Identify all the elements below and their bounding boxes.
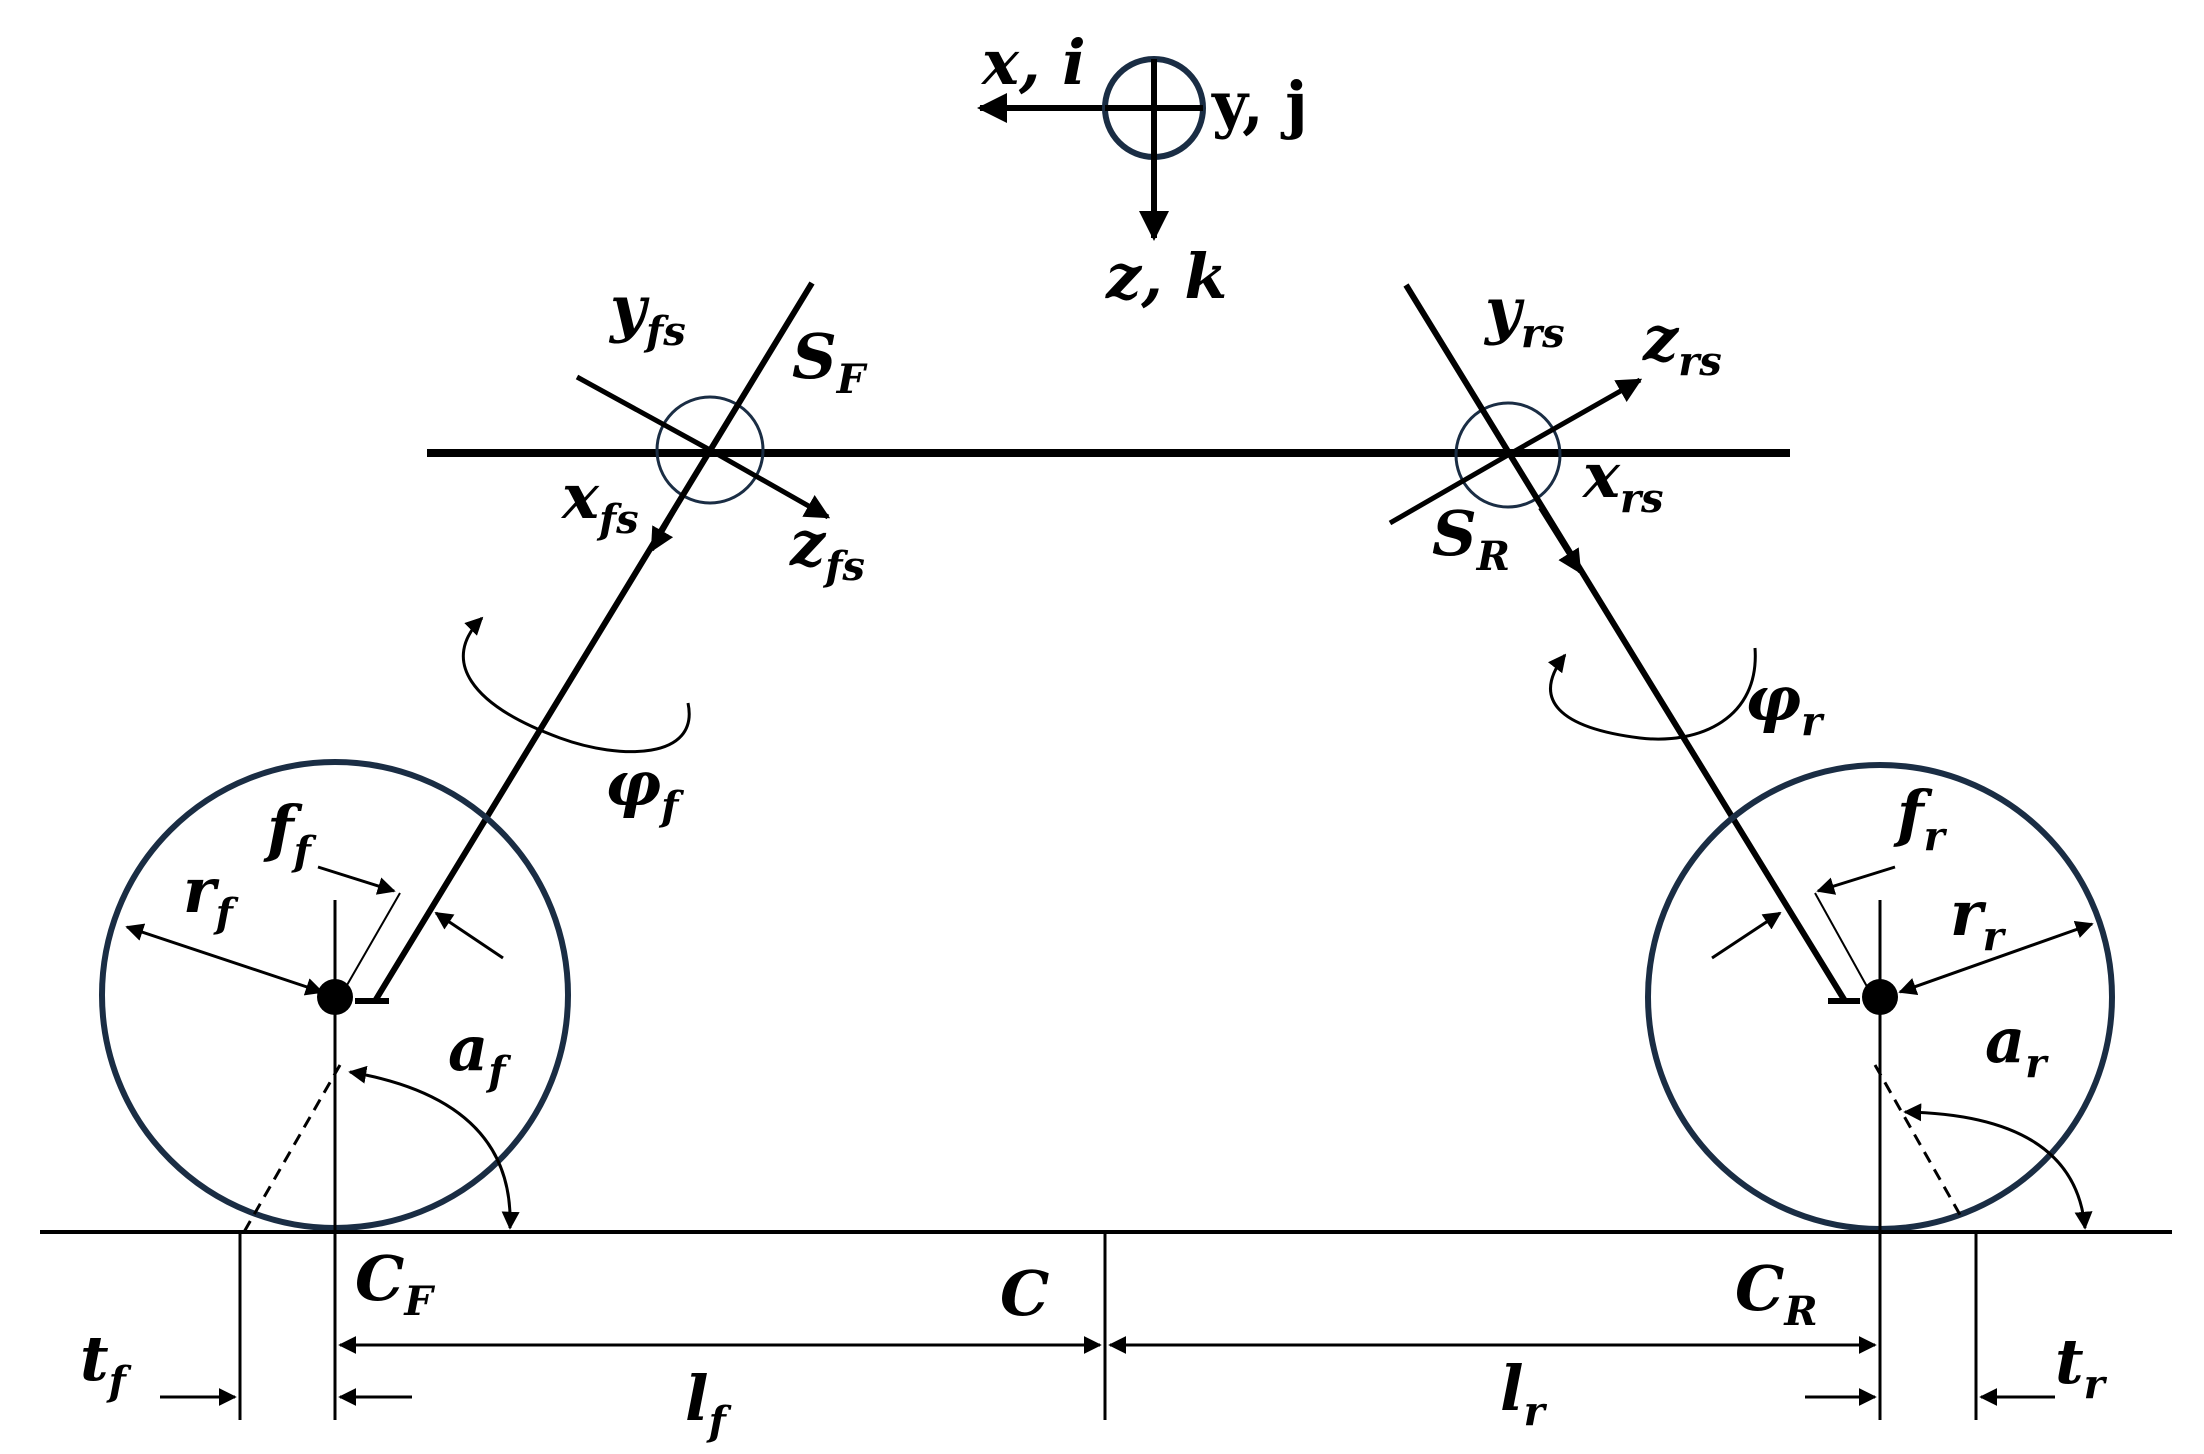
front-suspension: SF yfs xfs zfs φf ff rf af CF tf lf bbox=[80, 272, 868, 1445]
front-rotation-arrow bbox=[462, 616, 691, 754]
front-radius-label: rf bbox=[183, 854, 239, 937]
rear-steer-axis bbox=[1403, 283, 1848, 1003]
x-axis-label: x, i bbox=[980, 26, 1086, 99]
rear-suspension: SR yrs xrs zrs φr fr rr ar CR tr lr bbox=[1388, 274, 2115, 1435]
rear-offset-label: fr bbox=[1893, 777, 1948, 860]
front-xfs-arrow bbox=[650, 465, 702, 553]
rear-dashed-axis bbox=[1873, 1064, 1965, 1221]
front-phi-label: φf bbox=[605, 747, 684, 830]
rear-offset-line bbox=[1814, 892, 1871, 993]
rear-contact-label: CR bbox=[1735, 1252, 1818, 1335]
rear-yrs-label: yrs bbox=[1483, 274, 1565, 357]
front-contact-label: CF bbox=[355, 1242, 435, 1325]
front-joint-circle bbox=[655, 395, 765, 505]
front-angle-arc bbox=[348, 1065, 520, 1230]
front-angle-label: af bbox=[448, 1012, 511, 1095]
rear-zrs-arrow bbox=[1506, 377, 1643, 458]
rear-zrs-label: zrs bbox=[1642, 302, 1722, 385]
center-label: C bbox=[1000, 1257, 1049, 1330]
front-offset-arrow-out bbox=[434, 911, 504, 960]
rear-phi-label: φr bbox=[1745, 662, 1825, 745]
front-steer-axis bbox=[372, 281, 815, 1003]
rear-yrs-axis bbox=[1388, 452, 1510, 526]
rear-xrs-label: xrs bbox=[1581, 439, 1664, 522]
global-frame: x, i y, j z, k bbox=[977, 26, 1308, 313]
front-steer-axis-label: SF bbox=[792, 320, 868, 403]
rear-offset-arrow-in bbox=[1816, 865, 1896, 895]
front-offset-arrow-in bbox=[317, 865, 396, 895]
front-offset-label: ff bbox=[263, 792, 317, 875]
front-dashed-axis bbox=[242, 1064, 342, 1233]
front-radius-arrow bbox=[125, 923, 324, 996]
rear-offset-arrow-out bbox=[1711, 911, 1782, 960]
front-yfs-axis bbox=[575, 374, 712, 453]
rear-steer-axis-label: SR bbox=[1432, 497, 1510, 580]
y-axis-label: y, j bbox=[1211, 68, 1308, 141]
rear-radius-label: rr bbox=[1950, 877, 2007, 960]
rear-trail-label: tr bbox=[2055, 1325, 2108, 1408]
front-yfs-label: yfs bbox=[608, 272, 686, 355]
rear-angle-label: ar bbox=[1985, 1004, 2049, 1087]
front-zfs-label: zfs bbox=[789, 507, 865, 590]
rear-joint-circle bbox=[1454, 401, 1562, 509]
front-length-label: lf bbox=[685, 1362, 732, 1445]
z-axis-label: z, k bbox=[1105, 240, 1227, 313]
rear-xrs-arrow bbox=[1538, 506, 1582, 575]
front-xfs-label: xfs bbox=[560, 460, 639, 543]
front-offset-line bbox=[342, 892, 401, 993]
rear-angle-arc bbox=[1903, 1103, 2093, 1230]
rear-rotation-arrow bbox=[1547, 647, 1757, 741]
rear-radius-arrow bbox=[1898, 920, 2094, 996]
rear-length-label: lr bbox=[1500, 1352, 1548, 1435]
ground-dimensions: C bbox=[40, 1230, 2172, 1420]
front-trail-label: tf bbox=[80, 1322, 132, 1405]
front-zfs-arrow bbox=[708, 447, 831, 520]
